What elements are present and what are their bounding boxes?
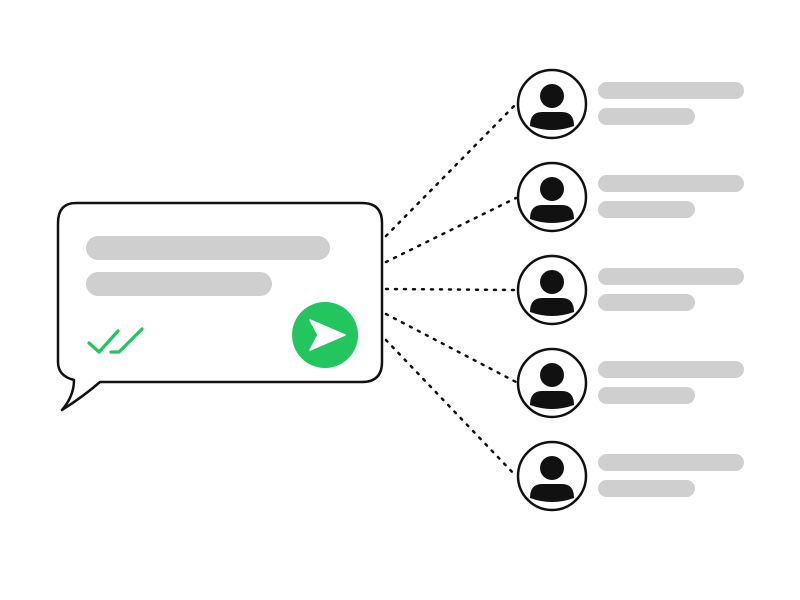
recipient-detail-placeholder: [598, 387, 695, 404]
user-avatar-icon: [530, 270, 574, 316]
connector-line: [384, 312, 518, 384]
connector-line: [384, 338, 518, 478]
connector-line: [384, 102, 518, 238]
user-avatar-icon: [530, 456, 574, 502]
recipient-list: [516, 68, 744, 512]
recipient-name-placeholder: [598, 175, 744, 192]
send-arrow-icon: [309, 319, 346, 351]
recipient-detail-placeholder: [598, 201, 695, 218]
connector-line: [384, 196, 518, 264]
recipient-name-placeholder: [598, 82, 744, 99]
message-text-line: [86, 236, 330, 260]
recipient-detail-placeholder: [598, 480, 695, 497]
message-text-line: [86, 272, 272, 296]
recipient-name-placeholder: [598, 454, 744, 471]
recipient-item: [516, 347, 744, 419]
recipient-item: [516, 440, 744, 512]
recipient-detail-placeholder: [598, 108, 695, 125]
recipient-detail-placeholder: [598, 294, 695, 311]
recipient-item: [516, 68, 744, 140]
message-card: [56, 201, 384, 412]
recipient-item: [516, 254, 744, 326]
connector-line: [384, 287, 518, 292]
user-avatar-icon: [530, 363, 574, 409]
recipient-item: [516, 161, 744, 233]
user-avatar-icon: [530, 84, 574, 130]
connector-lines: [384, 102, 518, 478]
recipient-name-placeholder: [598, 361, 744, 378]
double-check-icon: [87, 327, 144, 354]
recipient-name-placeholder: [598, 268, 744, 285]
send-button[interactable]: [292, 302, 358, 368]
user-avatar-icon: [530, 177, 574, 223]
